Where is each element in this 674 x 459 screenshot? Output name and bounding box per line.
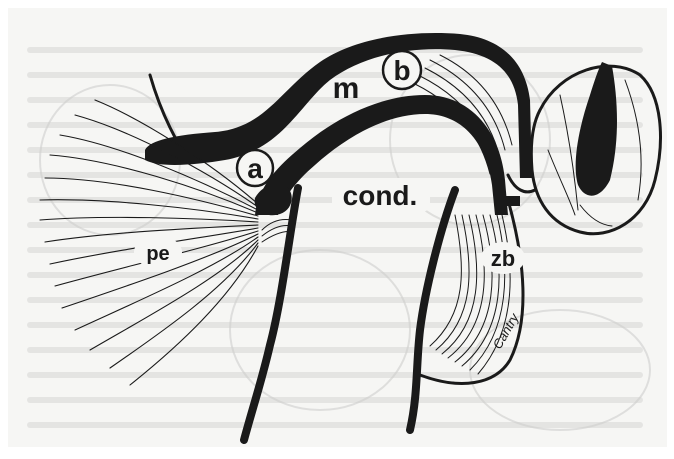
label-cond: cond. — [343, 180, 418, 211]
zb-top-cap — [496, 196, 520, 206]
label-pe: pe — [146, 243, 169, 265]
label-b: b — [393, 55, 410, 86]
label-a: a — [247, 153, 263, 184]
label-zb: zb — [491, 246, 515, 271]
label-m: m — [333, 72, 360, 105]
